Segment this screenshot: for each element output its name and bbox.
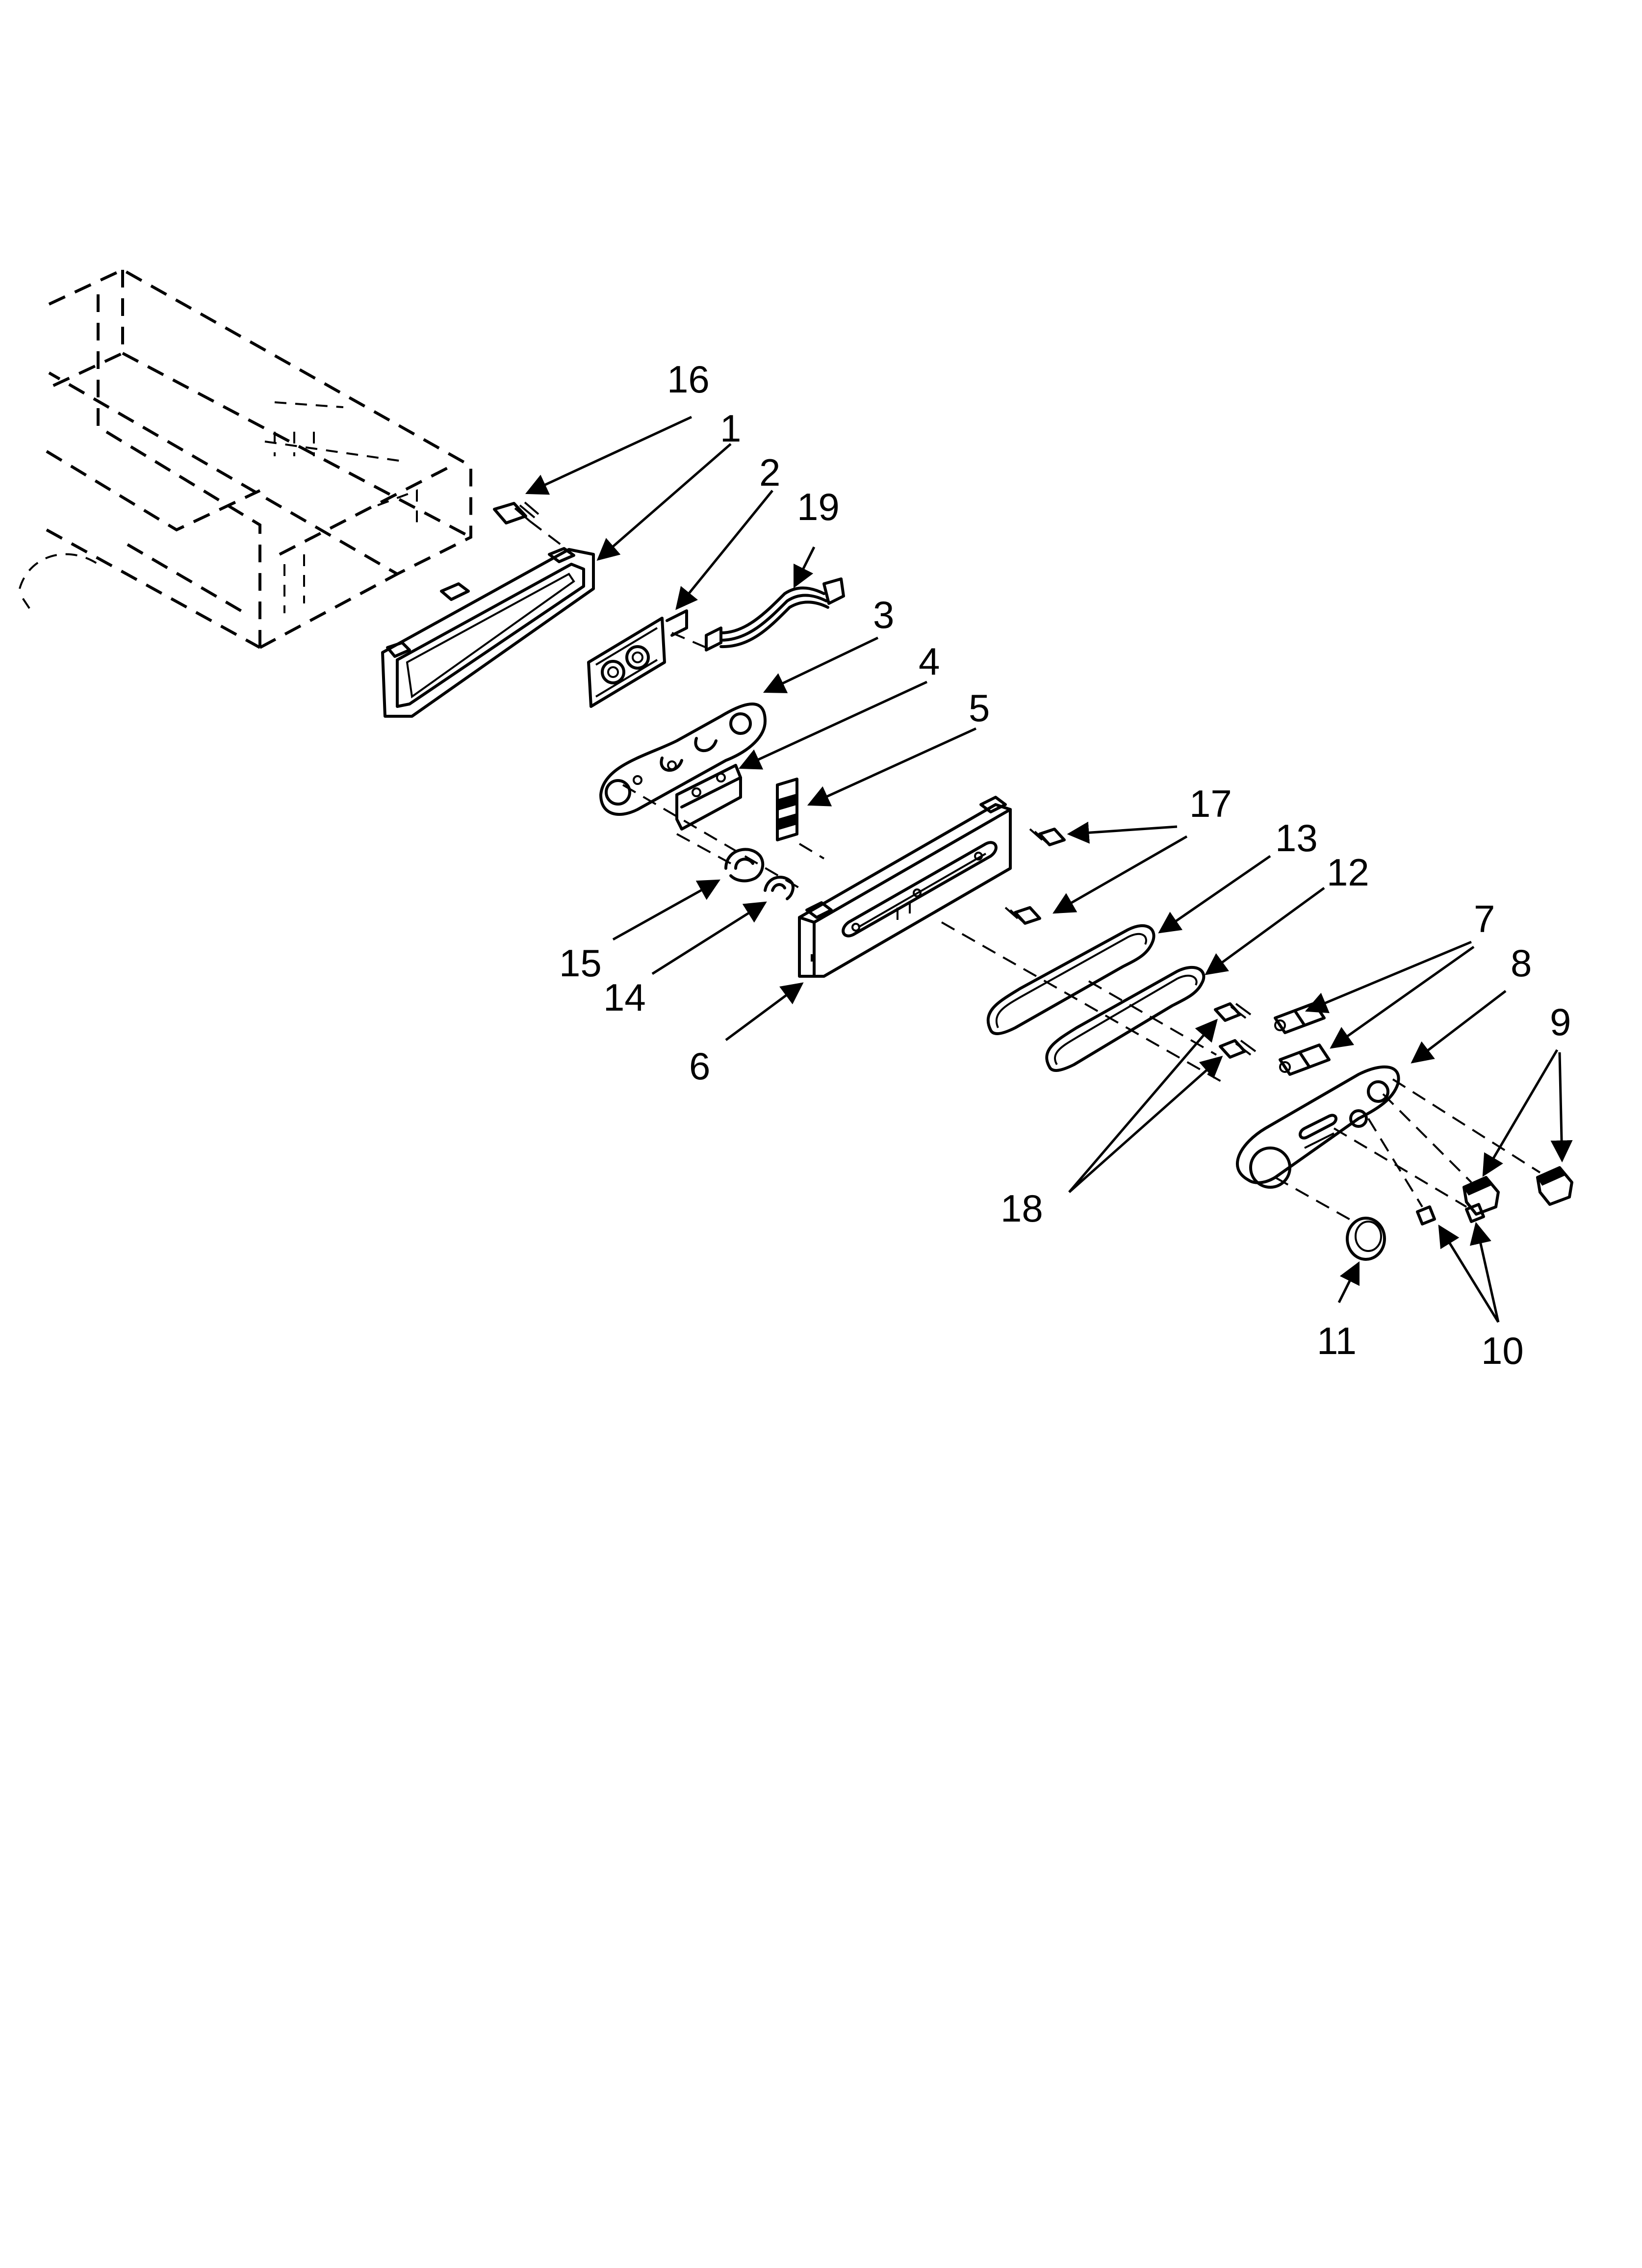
callout-10: 10 bbox=[1481, 1329, 1524, 1372]
callout-3: 3 bbox=[873, 593, 894, 636]
part-17-screws bbox=[1004, 828, 1066, 925]
callout-2: 2 bbox=[759, 451, 780, 494]
part-13-gasket bbox=[986, 924, 1155, 1035]
part-10-shafts bbox=[1416, 1203, 1485, 1225]
part-2-circuit-board bbox=[587, 609, 688, 708]
part-3-plate bbox=[599, 703, 767, 816]
part-9-knobs bbox=[1462, 1166, 1573, 1216]
part-12-gasket bbox=[1045, 965, 1206, 1072]
cabinet-outline-ghost bbox=[19, 268, 472, 649]
part-11-lens bbox=[1346, 1217, 1386, 1261]
callout-6: 6 bbox=[689, 1044, 710, 1088]
callout-4: 4 bbox=[919, 640, 940, 683]
part-18-screws bbox=[1214, 1002, 1257, 1059]
part-5-label bbox=[776, 778, 798, 841]
leader-lines bbox=[525, 416, 1573, 1323]
callout-13: 13 bbox=[1275, 816, 1318, 860]
part-14-clip bbox=[764, 876, 795, 900]
callout-18: 18 bbox=[1001, 1187, 1043, 1230]
callout-9: 9 bbox=[1550, 1000, 1571, 1043]
callout-15: 15 bbox=[559, 941, 602, 985]
callout-14: 14 bbox=[603, 976, 646, 1019]
part-15-bushing bbox=[724, 848, 765, 883]
callout-11: 11 bbox=[1317, 1319, 1357, 1362]
callout-16: 16 bbox=[667, 358, 710, 401]
callout-1: 1 bbox=[720, 407, 741, 450]
part-4-block bbox=[675, 764, 742, 831]
callout-labels: 16 1 2 19 3 4 5 17 13 12 7 8 9 15 14 6 1… bbox=[559, 358, 1571, 1372]
part-19-wire-harness bbox=[705, 577, 845, 652]
part-7-switches bbox=[1274, 1002, 1331, 1076]
callout-19: 19 bbox=[797, 485, 840, 528]
part-1-frame bbox=[381, 547, 595, 718]
part-16-screw bbox=[493, 501, 565, 548]
part-8-faceplate bbox=[1236, 1065, 1400, 1189]
callout-17: 17 bbox=[1189, 782, 1232, 825]
callout-5: 5 bbox=[969, 686, 990, 730]
callout-8: 8 bbox=[1511, 941, 1532, 985]
callout-7: 7 bbox=[1474, 897, 1495, 940]
callout-12: 12 bbox=[1327, 851, 1369, 894]
part-6-housing bbox=[798, 796, 1012, 978]
assembly-axis-lines bbox=[622, 632, 1541, 1223]
